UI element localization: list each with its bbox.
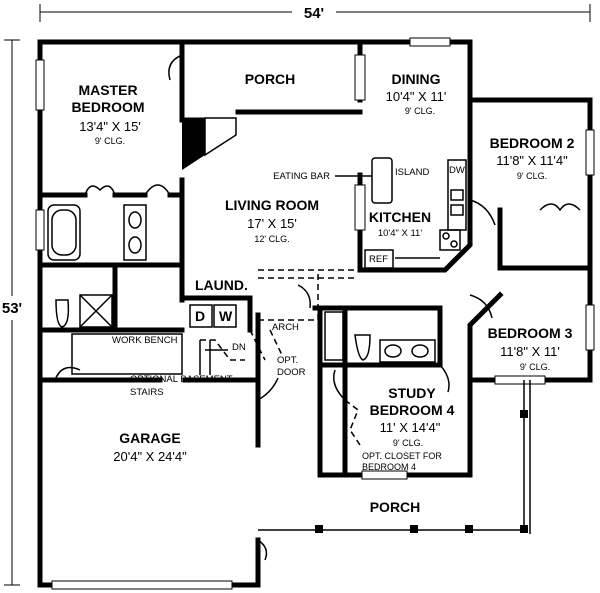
- master-bedroom-name-1: MASTER: [78, 82, 137, 98]
- bedroom-3-clg: 9' CLG.: [520, 362, 550, 372]
- study-bedroom-4: STUDY BEDROOM 4 11' X 14'4" 9' CLG.: [370, 385, 455, 448]
- living-room-clg: 12' CLG.: [254, 234, 289, 244]
- kitchen-fixtures: [335, 157, 467, 269]
- opt-closet-label-1: OPT. CLOSET FOR: [362, 451, 442, 461]
- dryer-label: D: [195, 308, 205, 324]
- master-bedroom-name-2: BEDROOM: [71, 99, 144, 115]
- dining-size: 10'4" X 11': [386, 89, 447, 104]
- ref-label: REF: [369, 254, 388, 265]
- living-room-name: LIVING ROOM: [225, 197, 319, 213]
- windows: [35, 37, 595, 590]
- master-bedroom: MASTER BEDROOM 13'4" X 15' 9' CLG.: [71, 82, 144, 146]
- hearth: [204, 117, 237, 157]
- island: [371, 157, 393, 204]
- work-bench-label: WORK BENCH: [112, 335, 178, 346]
- living-room: LIVING ROOM 17' X 15' 12' CLG.: [225, 197, 319, 244]
- washer: [213, 304, 237, 328]
- kitchen: KITCHEN 10'4" X 11': [369, 209, 431, 239]
- study-name-1: STUDY: [388, 385, 436, 401]
- opt-door-label-1: OPT.: [277, 355, 298, 366]
- porch-posts: [258, 380, 531, 534]
- study-clg: 9' CLG.: [393, 438, 423, 448]
- bedroom-2: BEDROOM 2 11'8" X 11'4" 9' CLG.: [490, 135, 575, 181]
- dn-label: DN: [232, 342, 246, 353]
- opt-door-label-2: DOOR: [277, 367, 306, 378]
- bedroom-2-clg: 9' CLG.: [517, 171, 547, 181]
- dw-label: DW: [449, 165, 465, 176]
- garage-size: 20'4" X 24'4": [113, 449, 187, 464]
- width-dimension: 54': [39, 3, 591, 22]
- study-name-2: BEDROOM 4: [370, 402, 455, 418]
- garage-name: GARAGE: [119, 430, 180, 446]
- washer-label: W: [219, 308, 233, 324]
- arch-label: ARCH: [272, 322, 299, 333]
- bedroom-3-size: 11'8" X 11': [500, 344, 560, 359]
- porch-top-label: PORCH: [245, 71, 296, 87]
- washer-dryer: [189, 304, 237, 328]
- master-bedroom-clg: 9' CLG.: [95, 136, 125, 146]
- basement-stairs-label-1: OPTIONAL BASEMENT: [130, 374, 233, 385]
- dashed-lines: [200, 269, 361, 446]
- eating-bar-label: EATING BAR: [273, 171, 330, 182]
- master-bedroom-size: 13'4" X 15': [79, 119, 141, 134]
- dining-name: DINING: [392, 71, 441, 87]
- bedroom-3-name: BEDROOM 3: [488, 325, 573, 341]
- bath-fixtures: [47, 204, 436, 363]
- island-label: ISLAND: [395, 167, 429, 178]
- bedroom-3: BEDROOM 3 11'8" X 11' 9' CLG.: [488, 325, 573, 372]
- dryer: [189, 304, 213, 328]
- dining-clg: 9' CLG.: [405, 106, 435, 116]
- kitchen-size: 10'4" X 11': [378, 228, 423, 239]
- garage: GARAGE 20'4" X 24'4": [113, 430, 187, 464]
- dining-room: DINING 10'4" X 11' 9' CLG.: [386, 71, 447, 116]
- depth-dimension-label: 53': [2, 300, 22, 317]
- bedroom-2-name: BEDROOM 2: [490, 135, 575, 151]
- depth-dimension: 53': [2, 39, 24, 586]
- living-room-size: 17' X 15': [247, 216, 297, 231]
- fireplace: [182, 118, 205, 170]
- porch-bottom-label: PORCH: [370, 499, 421, 515]
- laundry-label: LAUND.: [195, 277, 248, 293]
- study-size: 11' X 14'4": [380, 420, 441, 435]
- basement-stairs-label-2: STAIRS: [130, 387, 164, 398]
- bedroom-2-size: 11'8" X 11'4": [496, 153, 568, 168]
- work-bench: [71, 333, 228, 375]
- kitchen-name: KITCHEN: [369, 209, 431, 225]
- width-dimension-label: 54': [304, 5, 324, 22]
- interior-walls: [37, 39, 593, 478]
- door-swings: [54, 54, 581, 561]
- opt-closet-label-2: BEDROOM 4: [362, 462, 416, 472]
